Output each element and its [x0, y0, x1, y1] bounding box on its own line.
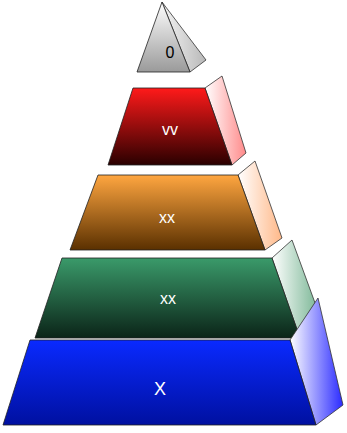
band-label: X	[154, 380, 166, 400]
band-shape	[137, 2, 190, 72]
band-label: 0	[166, 44, 175, 62]
band-label: xx	[160, 290, 176, 308]
band-label: xx	[159, 209, 175, 227]
band-front-face	[35, 258, 300, 338]
pyramid-band: xx	[70, 175, 265, 250]
band-front-face	[3, 340, 316, 425]
pyramid-band: X	[3, 340, 316, 425]
pyramid-band: xx	[35, 258, 300, 338]
band-front-face	[108, 88, 232, 165]
band-front-face	[70, 175, 265, 250]
band-front-face	[137, 2, 190, 72]
band-label: vv	[162, 121, 178, 139]
pyramid-band: vv	[108, 88, 232, 165]
pyramid-band: 0	[137, 2, 190, 72]
